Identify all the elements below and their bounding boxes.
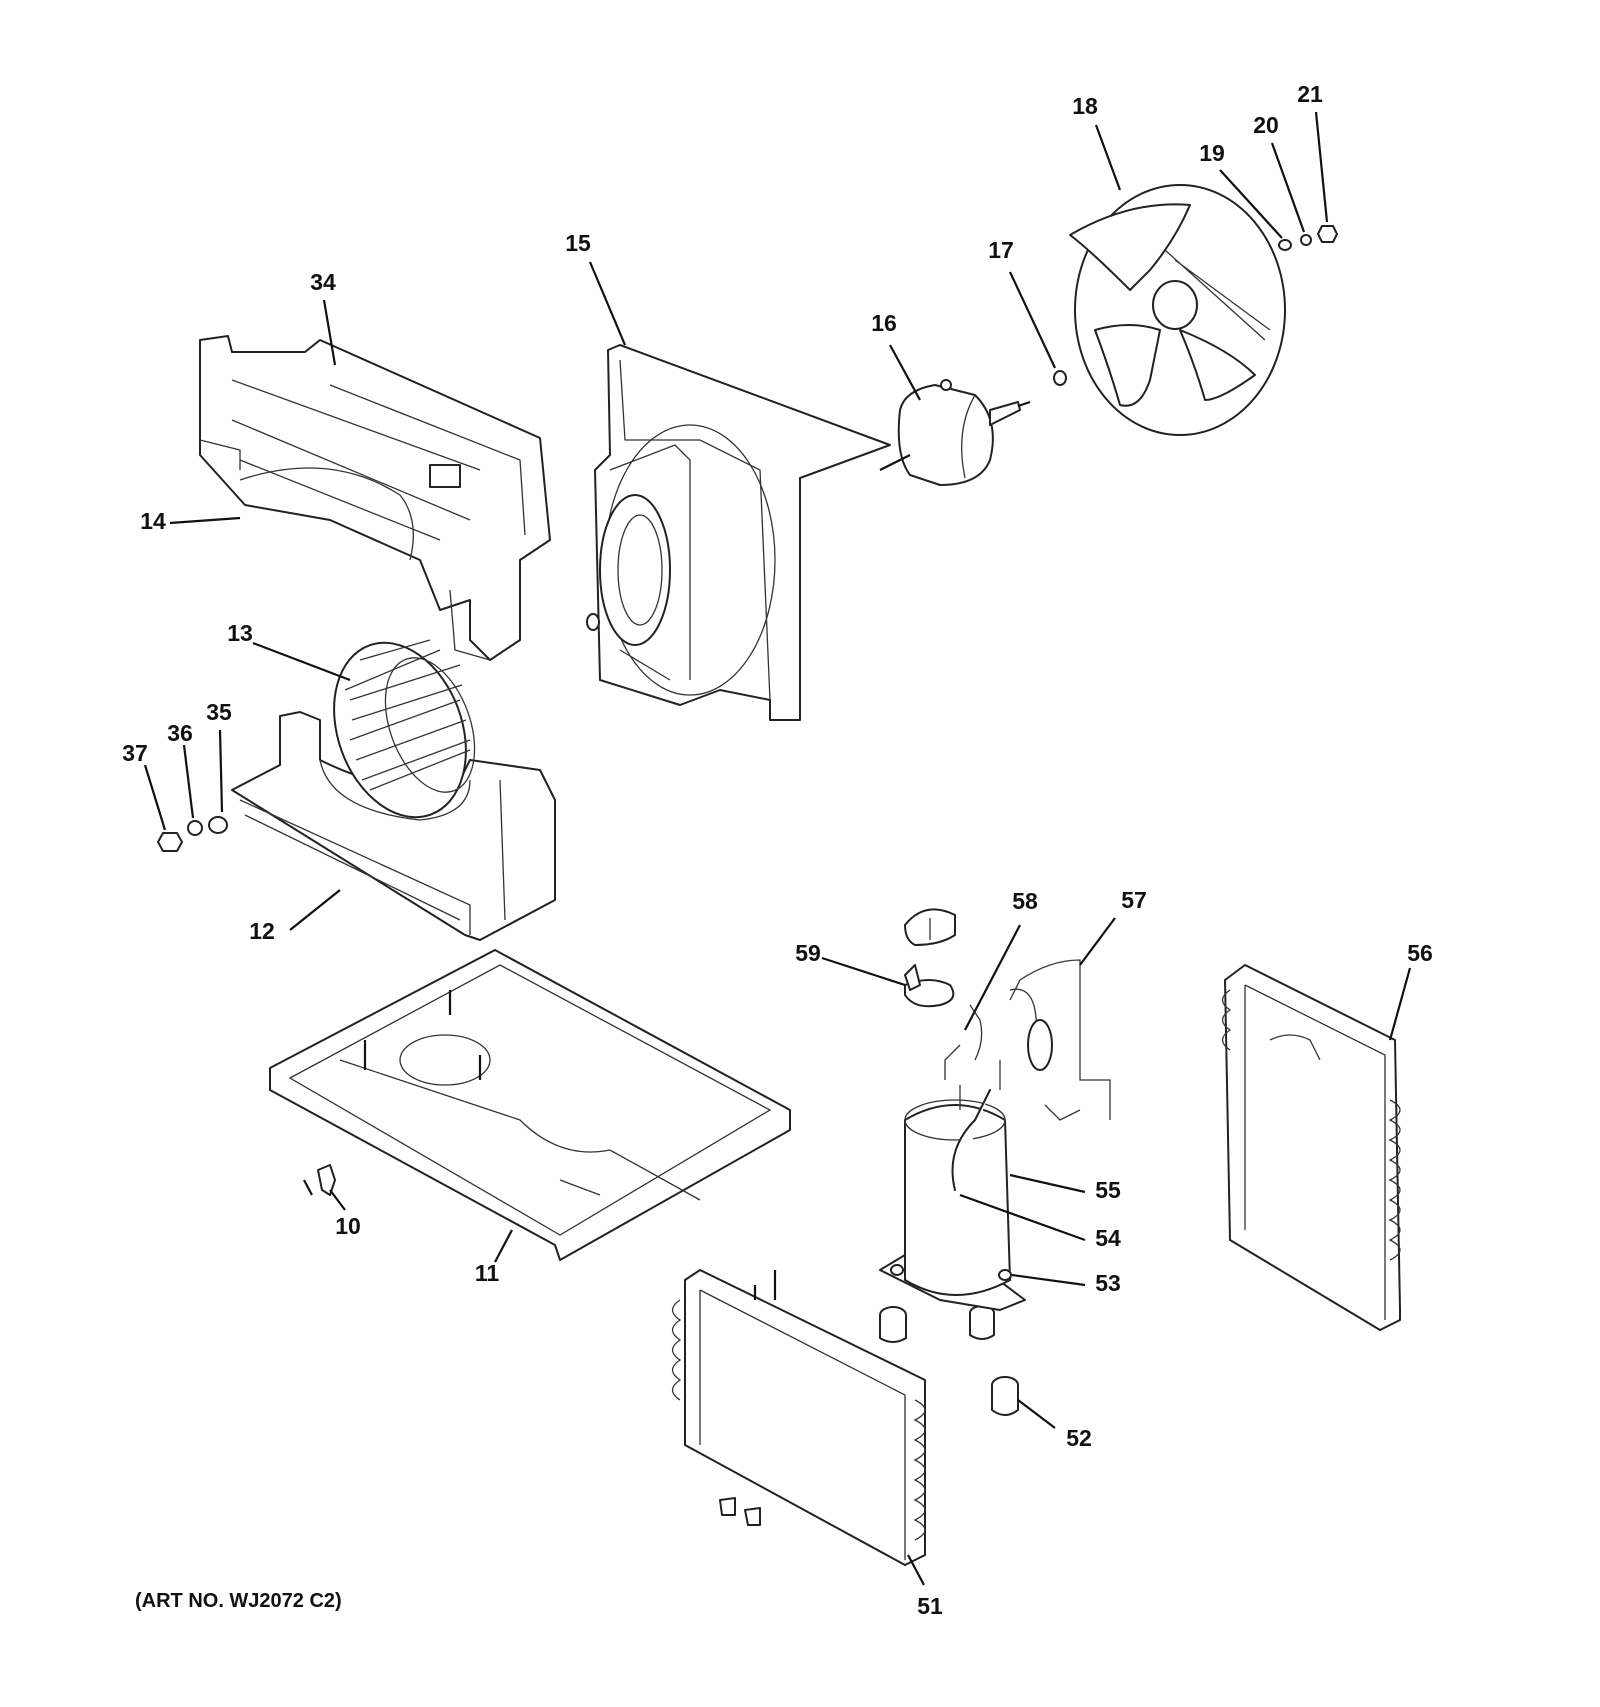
callout-54: 54 [1095, 1225, 1121, 1251]
callout-19: 19 [1199, 140, 1225, 166]
part-18-fan-blade [1069, 184, 1286, 436]
callout-59: 59 [795, 940, 821, 966]
part-34-duct-housing [199, 335, 551, 661]
callout-15: 15 [565, 230, 591, 256]
callout-34: 34 [310, 269, 336, 295]
callout-36: 36 [167, 720, 193, 746]
callout-18: 18 [1072, 93, 1098, 119]
callout-12: 12 [249, 918, 275, 944]
callout-16: 16 [871, 310, 897, 336]
part-10-clip [303, 1164, 336, 1196]
part-11-base-pan [269, 949, 791, 1261]
callout-53: 53 [1095, 1270, 1121, 1296]
callout-55: 55 [1095, 1177, 1121, 1203]
callout-57: 57 [1121, 887, 1147, 913]
part-13-blower-wheel [333, 639, 476, 819]
callout-21: 21 [1297, 81, 1323, 107]
part-56-evaporator-coil [1221, 964, 1401, 1331]
callout-14: 14 [140, 508, 166, 534]
part-51-condenser-coil [671, 1269, 926, 1566]
callout-58: 58 [1012, 888, 1038, 914]
part-15-fan-shroud [586, 344, 891, 721]
part-52-grommets [879, 1305, 1019, 1416]
parts-57-59-tubing-overload [904, 908, 1111, 1121]
callout-20: 20 [1253, 112, 1279, 138]
callout-10: 10 [335, 1213, 361, 1239]
callout-37: 37 [122, 740, 148, 766]
part-17-washer [1053, 370, 1067, 386]
callout-13: 13 [227, 620, 253, 646]
parts-53-55-compressor [879, 1004, 1026, 1311]
part-16-fan-motor [879, 379, 1031, 486]
callout-56: 56 [1407, 940, 1433, 966]
parts-35-37-hardware [157, 816, 228, 852]
callout-51: 51 [917, 1593, 943, 1619]
callout-35: 35 [206, 699, 232, 725]
art-number-caption: (ART NO. WJ2072 C2) [135, 1590, 342, 1612]
callout-labels: 10 11 12 13 14 15 16 17 18 19 20 21 34 3… [122, 81, 1433, 1619]
parts-19-21-hardware [1278, 225, 1338, 251]
callout-52: 52 [1066, 1425, 1092, 1451]
leader-lines [143, 111, 1412, 1586]
callout-11: 11 [475, 1260, 500, 1286]
callout-17: 17 [988, 237, 1014, 263]
